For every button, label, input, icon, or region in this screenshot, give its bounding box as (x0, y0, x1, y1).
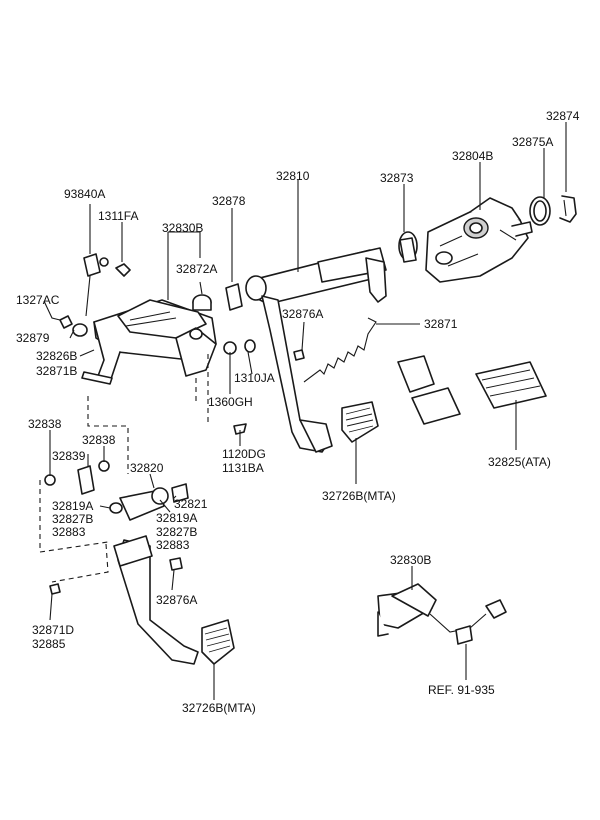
pedal-support-bracket-32830b (93, 299, 217, 383)
label-1360gh: 1360GH (208, 395, 253, 409)
label-93840a: 93840A (64, 187, 105, 201)
pedal-bracket-32804b (425, 197, 533, 283)
pedal-pad-32726b-right (341, 401, 379, 443)
bushing-32872a (192, 294, 212, 311)
label-32871: 32871 (424, 317, 458, 331)
label-32820: 32820 (130, 461, 164, 475)
nut-1327ac (59, 315, 73, 329)
label-32830b-bottom: 32830B (390, 553, 431, 567)
bushing-32873 (398, 231, 418, 263)
label-32726b-right: 32726B(MTA) (322, 489, 396, 503)
label-32883-left: 32883 (52, 525, 86, 539)
label-32830b-top: 32830B (162, 221, 203, 235)
stopper-32878 (225, 283, 243, 311)
label-1131ba: 1131BA (222, 461, 264, 475)
washer-1310ja (223, 339, 256, 355)
switch-93840a (83, 253, 109, 317)
label-32804b: 32804B (452, 149, 493, 163)
label-32876a-top: 32876A (282, 307, 323, 321)
brake-pedal-32810 (245, 247, 387, 453)
label-32810: 32810 (276, 169, 310, 183)
label-32726b-bottom: 32726B(MTA) (182, 701, 256, 715)
nut-32838-b (98, 460, 110, 472)
at-pedal-parts (397, 355, 547, 425)
label-32872a: 32872A (176, 262, 217, 276)
nut-1311fa (115, 263, 131, 277)
label-32878: 32878 (212, 194, 246, 208)
label-32819a-right: 32819A (156, 511, 197, 525)
label-32827b-left: 32827B (52, 512, 93, 526)
label-32838-b: 32838 (82, 433, 116, 447)
label-32827b-right: 32827B (156, 525, 197, 539)
label-32871b: 32871B (36, 364, 77, 378)
label-32885: 32885 (32, 637, 66, 651)
label-1120dg: 1120DG (222, 447, 266, 461)
label-32879: 32879 (16, 331, 50, 345)
bolt-32871b (81, 371, 113, 385)
assembly-lines (39, 354, 209, 583)
label-1311fa: 1311FA (98, 209, 138, 223)
washer-32879 (72, 323, 88, 337)
return-spring-32871 (303, 317, 377, 383)
bushing-32819a-left (109, 502, 123, 514)
bolt-1120dg (233, 423, 247, 435)
label-32873: 32873 (380, 171, 414, 185)
label-32821: 32821 (174, 497, 208, 511)
label-32838-a: 32838 (28, 417, 62, 431)
label-1310ja: 1310JA (234, 371, 275, 385)
nut-32838-a (44, 474, 56, 486)
label-32883-right: 32883 (156, 538, 190, 552)
pin-32871d (49, 583, 61, 595)
bolt-32876a-bottom (169, 557, 183, 571)
label-32839: 32839 (52, 449, 86, 463)
label-32875a: 32875A (512, 135, 553, 149)
label-32825-ata: 32825(ATA) (488, 455, 551, 469)
ring-32875a (529, 196, 551, 226)
pedal-pad-32726b-bottom (201, 619, 235, 665)
label-32871d: 32871D (32, 623, 74, 637)
label-1327ac: 1327AC (16, 293, 60, 307)
label-32876a-bottom: 32876A (156, 593, 197, 607)
label-32874: 32874 (546, 109, 580, 123)
label-ref-91-935: REF. 91-935 (428, 683, 495, 697)
label-32826b: 32826B (36, 349, 77, 363)
bolt-32876a-top (293, 349, 305, 361)
bushing-32821 (171, 483, 189, 503)
stop-lamp-switch-assy-32830b (377, 583, 507, 645)
clutch-pedal-32820 (113, 487, 199, 665)
leader-lines (43, 122, 567, 700)
stopper-32839 (77, 465, 95, 495)
label-32819a-left: 32819A (52, 499, 93, 513)
clip-32874 (559, 195, 577, 223)
